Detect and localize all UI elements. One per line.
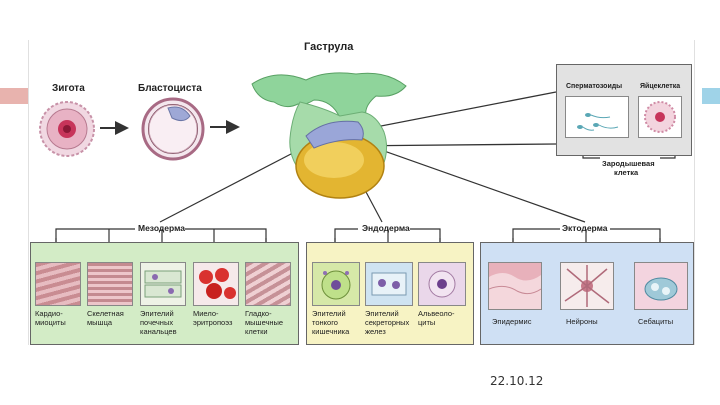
skeletal-muscle-thumbnail (87, 262, 133, 306)
zygote-illustration (39, 101, 95, 157)
sebocytes-label: Себациты (638, 317, 674, 326)
cardiomyocytes-thumbnail (35, 262, 81, 306)
skeletal-muscle-label-1: Скелетная (87, 309, 124, 318)
sebocytes-thumbnail (634, 262, 688, 310)
erythropoiesis-thumbnail (193, 262, 239, 306)
egg-label: Яйцеклетка (640, 83, 681, 90)
slide-accent-right (702, 88, 720, 104)
egg-thumbnail (638, 96, 682, 138)
sperm-thumbnail (565, 96, 629, 138)
erythropoiesis-label-1: Миело- (193, 309, 219, 318)
slide-accent-left (0, 88, 28, 104)
intestinal-epithelium-label-3: кишечника (312, 327, 350, 336)
intestinal-epithelium-thumbnail (312, 262, 360, 306)
line-to-mesoderm (159, 140, 317, 223)
neurons-label: Нейроны (566, 317, 598, 326)
smooth-muscle-label-3: клетки (245, 327, 268, 336)
secretory-gland-label-3: желез (365, 327, 386, 336)
erythropoiesis-label-2: эритропоэз (193, 318, 233, 327)
blastocyst-label: Бластоциста (138, 83, 202, 94)
gastrula-label: Гаструла (304, 41, 354, 53)
intestinal-epithelium-label-1: Эпителий (312, 309, 346, 318)
secretory-gland-label-2: секреторных (365, 318, 410, 327)
kidney-epithelium-label-2: почечных (140, 318, 174, 327)
mesoderm-label: Мезодерма (138, 223, 186, 233)
secretory-gland-label-1: Эпителий (365, 309, 399, 318)
slide-rule-right (694, 40, 695, 345)
alveolocytes-label-1: Альвеоло- (418, 309, 455, 318)
ectoderm-label: Эктодерма (562, 223, 608, 233)
neurons-thumbnail (560, 262, 614, 310)
kidney-epithelium-label-1: Эпителий (140, 309, 174, 318)
germ-cell-label-line2: клетка (614, 168, 639, 177)
alveolocytes-label-2: циты (418, 318, 436, 327)
alveolocytes-thumbnail (418, 262, 466, 306)
gastrula-illustration (251, 72, 407, 199)
blastocyst-illustration (141, 97, 205, 161)
intestinal-epithelium-label-2: тонкого (312, 318, 338, 327)
secretory-gland-epithelium-thumbnail (365, 262, 413, 306)
zygote-label: Зигота (52, 83, 85, 94)
slide-date: 22.10.12 (490, 374, 544, 388)
smooth-muscle-label-2: мышечные (245, 318, 284, 327)
smooth-muscle-thumbnail (245, 262, 291, 306)
kidney-epithelium-label-3: канальцев (140, 327, 177, 336)
epidermis-label: Эпидермис (492, 317, 532, 326)
cardiomyocytes-label-2: миоциты (35, 318, 66, 327)
sperm-label: Сперматозоиды (566, 83, 623, 90)
germ-cell-label-line1: Зародышевая (602, 159, 655, 168)
slide-rule-left (28, 40, 29, 345)
line-to-ectoderm (352, 139, 586, 223)
cardiomyocytes-label-1: Кардио- (35, 309, 63, 318)
smooth-muscle-label-1: Гладко- (245, 309, 272, 318)
skeletal-muscle-label-2: мышца (87, 318, 113, 327)
kidney-tubule-epithelium-thumbnail (140, 262, 186, 306)
epidermis-thumbnail (488, 262, 542, 310)
endoderm-label: Эндодерма (362, 223, 410, 233)
